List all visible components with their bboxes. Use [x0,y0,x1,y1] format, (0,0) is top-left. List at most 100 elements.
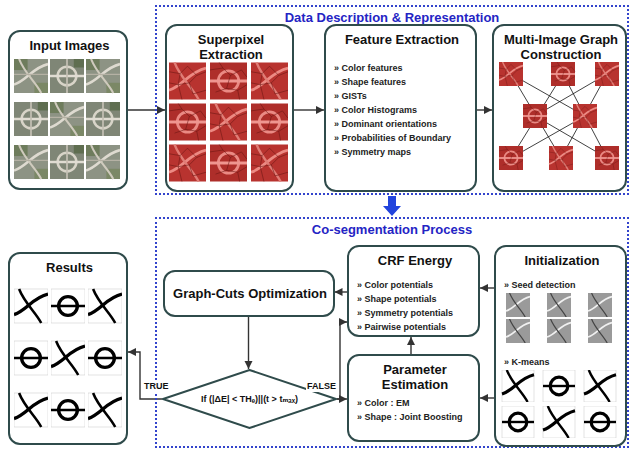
list-item: » Shape potentials [357,292,473,306]
process-box: Multi-Image Graph Construction [492,24,627,192]
superpixel-image [251,104,288,141]
connector [337,318,347,399]
list-item: » Color Histograms [334,103,470,117]
block-arrow-shape [383,196,401,216]
connector-line [337,322,347,399]
graph-image [549,146,573,170]
node-label: Results [18,260,121,275]
arrowhead [480,394,488,402]
result-thumbnails [14,289,122,427]
result-image [88,393,122,427]
aerial-image [14,59,48,93]
graph-image [499,146,523,170]
input-thumbnails [14,59,120,179]
seed-image [588,319,612,343]
result-image [14,289,48,323]
superpixel-image [251,63,288,100]
seed-image [588,293,612,317]
section-band: Data Description & RepresentationSuperpi… [155,5,629,195]
kmeans-image [584,370,616,402]
seed-image [547,319,571,343]
aerial-image [50,102,84,136]
connector [477,106,492,114]
arrowhead [480,284,488,292]
process-box: Graph-Cuts Optimization [163,270,335,317]
graph-image [551,62,575,86]
node-label: If (|ΔE| < THₑ)||(t > tₘₐₓ) [201,394,298,405]
superpixel-thumbnails [169,63,288,182]
aerial-image [14,145,48,179]
list-item: » K-means [504,355,620,369]
node-label: Parameter Estimation [357,362,473,392]
graph-thumbnails [499,62,619,170]
superpixel-image [169,145,206,182]
seed-image [506,319,530,343]
graph-links [511,74,607,158]
edge-label: TRUE [143,381,170,392]
process-box: CRF Energy» Color potentials» Shape pote… [347,245,480,337]
arrowhead [316,106,324,114]
superpixel-image [210,63,247,100]
list-item: » Seed detection [504,278,620,292]
diamond-shape [163,370,336,428]
seed-image [547,293,571,317]
arrowhead [339,318,347,326]
result-image [14,393,48,427]
process-box: Superpixel Extraction [165,24,294,192]
connector [128,106,165,114]
process-box: Initialization » Seed detection » K-means [494,245,627,447]
arrowhead [335,288,343,296]
superpixel-image [169,63,206,100]
process-box: Parameter Estimation » Color : EM» Shape … [347,354,480,442]
arrowhead [128,348,136,356]
list-item: » Color potentials [357,278,473,292]
node-label: Input Images [18,38,121,53]
connector [480,284,494,292]
arrowhead [245,361,253,369]
connector [294,106,324,114]
list-item: » Color features [334,61,470,75]
superpixel-image [251,145,288,182]
graph-image [595,62,619,86]
list-item: » Color : EM [357,396,473,410]
aerial-image [50,59,84,93]
node-label: Initialization [504,253,620,268]
result-image [51,341,85,375]
node-label: Superpixel Extraction [175,32,287,62]
section-title: Data Description & Representation [157,10,627,25]
section-title: Co-segmentation Process [157,222,627,237]
process-box: Feature Extraction» Color features» Shap… [324,24,477,192]
graph-image [573,104,597,128]
list-item: » Probabilities of Boundary [334,131,470,145]
kmeans-image [543,406,575,438]
list-item: » Shape features [334,75,470,89]
arrowhead [407,337,415,345]
list-item: » Symmetry maps [334,145,470,159]
edge-label: FALSE [306,381,337,392]
seed-image [506,293,530,317]
graph-image [595,146,619,170]
list-item: » GISTs [334,89,470,103]
decision-diamond: If (|ΔE| < THₑ)||(t > tₘₐₓ) [162,369,337,429]
kmeans-image [502,370,534,402]
list-item: » Pairwise potentials [357,320,473,334]
list-item: » Symmetry potentials [357,306,473,320]
connector [407,337,415,354]
superpixel-image [210,145,247,182]
list-item: » Shape : Joint Boosting [357,410,473,424]
connector [335,288,348,296]
aerial-image [86,102,120,136]
result-image [51,289,85,323]
arrowhead [484,106,492,114]
input-box: Input Images [8,30,128,190]
results-box: Results [8,252,128,445]
aerial-image [86,59,120,93]
result-image [88,289,122,323]
aerial-image [14,102,48,136]
superpixel-image [169,104,206,141]
graph-image [523,104,547,128]
result-image [88,341,122,375]
connector [480,394,494,402]
graph-image [499,62,523,86]
